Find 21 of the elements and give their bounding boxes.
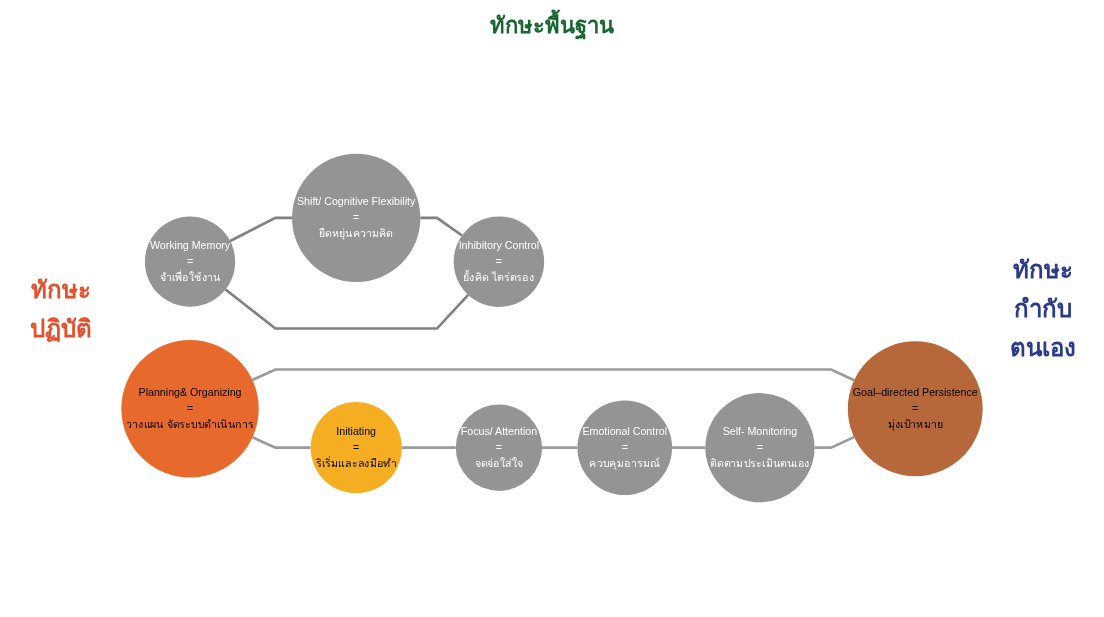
connector	[224, 288, 470, 330]
connector	[814, 435, 855, 450]
node-circle: Focus/ Attention = จดจ่อใส่ใจ	[455, 404, 543, 491]
connector	[420, 216, 463, 237]
node-circle: Shift/ Cognitive Flexibility = ยืดหยุ่นความคิด	[292, 153, 421, 283]
node-circle: Goal–directed Persistence = มุ่งเป้าหมาย	[847, 341, 983, 477]
node-circle: Working Memory = จำเพื่อใช้งาน	[144, 216, 236, 307]
connector	[401, 446, 456, 450]
node-circle: Inhibitory Control = ยั้งคิด ไตร่ตรอง	[453, 216, 545, 307]
connector	[672, 446, 706, 450]
group-label: ทักษะปฏิบัติ	[29, 274, 93, 344]
connector	[229, 216, 292, 243]
group-label: ทักษะกำกับตนเอง	[1009, 255, 1077, 363]
node-circle: Emotional Control = ควบคุมอารมณ์	[577, 400, 673, 495]
node-circle: Initiating = ริเริ่มและลงมือทำ	[310, 402, 402, 494]
node-circle: Self- Monitoring = ติดตามประเมินตนเอง	[705, 393, 815, 503]
group-label: ทักษะพื้นฐาน	[490, 8, 614, 43]
connector	[251, 368, 855, 382]
connector	[542, 446, 578, 450]
connector	[252, 436, 311, 450]
node-circle: Planning& Organizing = วางแผน จัดระบบดำเนินการ	[121, 340, 259, 478]
